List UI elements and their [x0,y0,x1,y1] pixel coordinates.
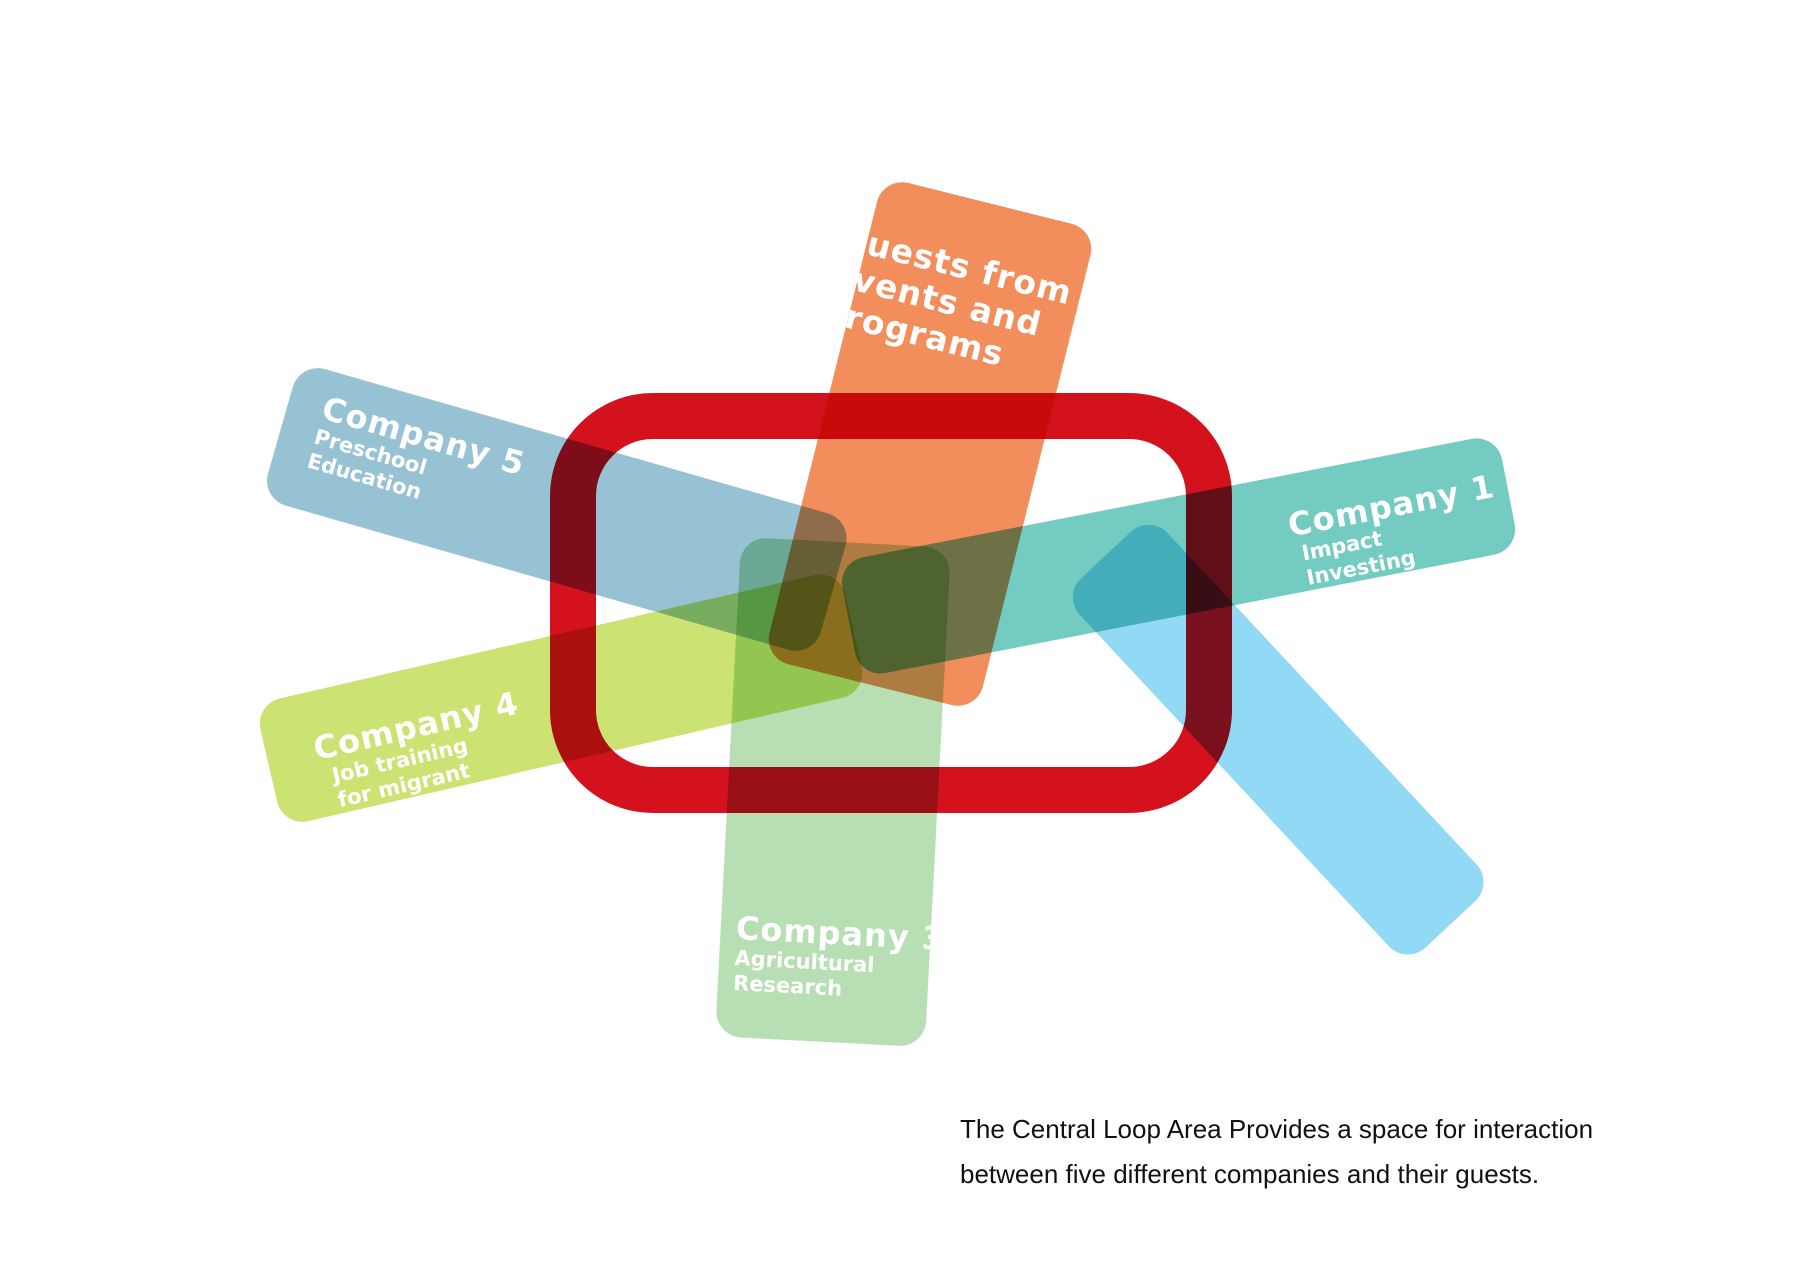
caption: The Central Loop Area Provides a space f… [960,1107,1760,1197]
caption-line-2: between five different companies and the… [960,1159,1540,1189]
company-3-label-group: Company 3 Agricultural Research [732,909,947,1007]
caption-line-1: The Central Loop Area Provides a space f… [960,1114,1594,1144]
